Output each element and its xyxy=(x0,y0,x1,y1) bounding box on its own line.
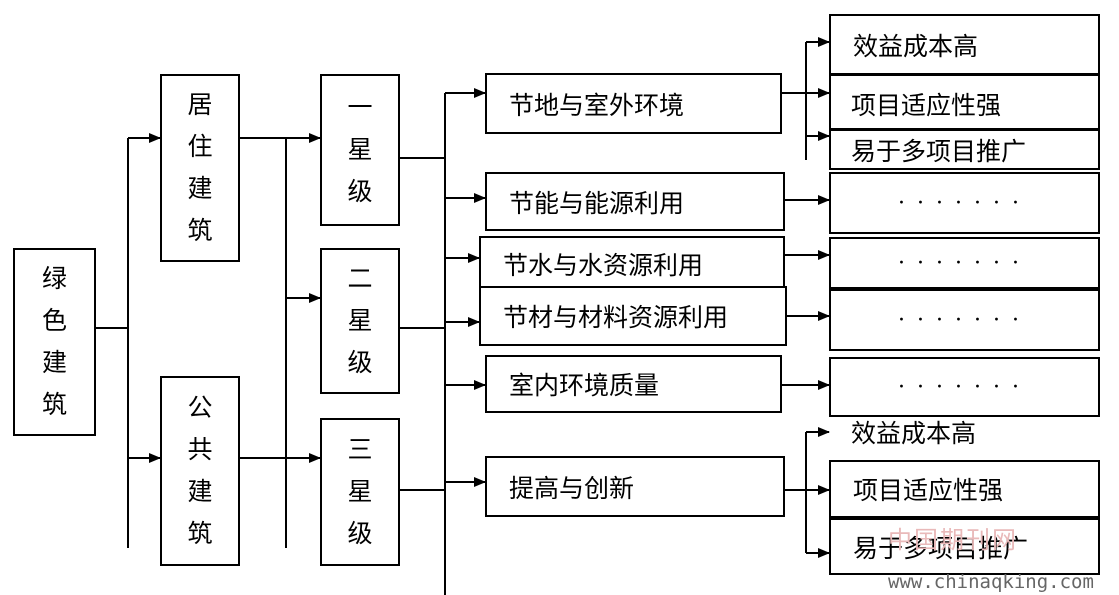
root-char: 绿 xyxy=(41,264,67,293)
node-land-saving: 节地与室外环境 xyxy=(485,73,782,134)
root-char: 色 xyxy=(41,306,67,335)
criteria-bottom-3: 易于多项目推广 xyxy=(829,518,1100,575)
criteria-bottom-2: 项目适应性强 xyxy=(829,460,1100,518)
placeholder-box-indoor: ······· xyxy=(829,357,1100,417)
node-material-saving: 节材与材料资源利用 xyxy=(479,286,787,346)
node-two-star: 二 星 级 xyxy=(320,248,400,394)
node-innovation: 提高与创新 xyxy=(485,456,785,517)
criteria-bottom-1: 效益成本高 xyxy=(851,419,977,448)
criteria-top-3: 易于多项目推广 xyxy=(829,129,1100,170)
node-indoor-environment: 室内环境质量 xyxy=(485,355,782,413)
placeholder-box-energy: ······· xyxy=(829,172,1100,234)
node-public-building: 公 共 建 筑 xyxy=(160,376,240,566)
watermark-url: www.chinaqking.com xyxy=(888,571,1094,593)
node-water-saving: 节水与水资源利用 xyxy=(479,236,785,292)
criteria-top-1: 效益成本高 xyxy=(829,14,1100,75)
root-char: 筑 xyxy=(41,390,67,419)
node-three-star: 三 星 级 xyxy=(320,418,400,566)
placeholder-box-water: ······· xyxy=(829,237,1100,289)
node-one-star: 一 星 级 xyxy=(320,74,400,226)
placeholder-box-material: ······· xyxy=(829,289,1100,351)
watermark-cn: 中国期刊网 xyxy=(888,526,1018,554)
root-node: 绿 色 建 筑 xyxy=(13,248,96,436)
node-residential-building: 居 住 建 筑 xyxy=(160,74,240,262)
root-char: 建 xyxy=(41,348,67,377)
node-energy-saving: 节能与能源利用 xyxy=(485,172,785,231)
criteria-top-2: 项目适应性强 xyxy=(829,74,1100,130)
